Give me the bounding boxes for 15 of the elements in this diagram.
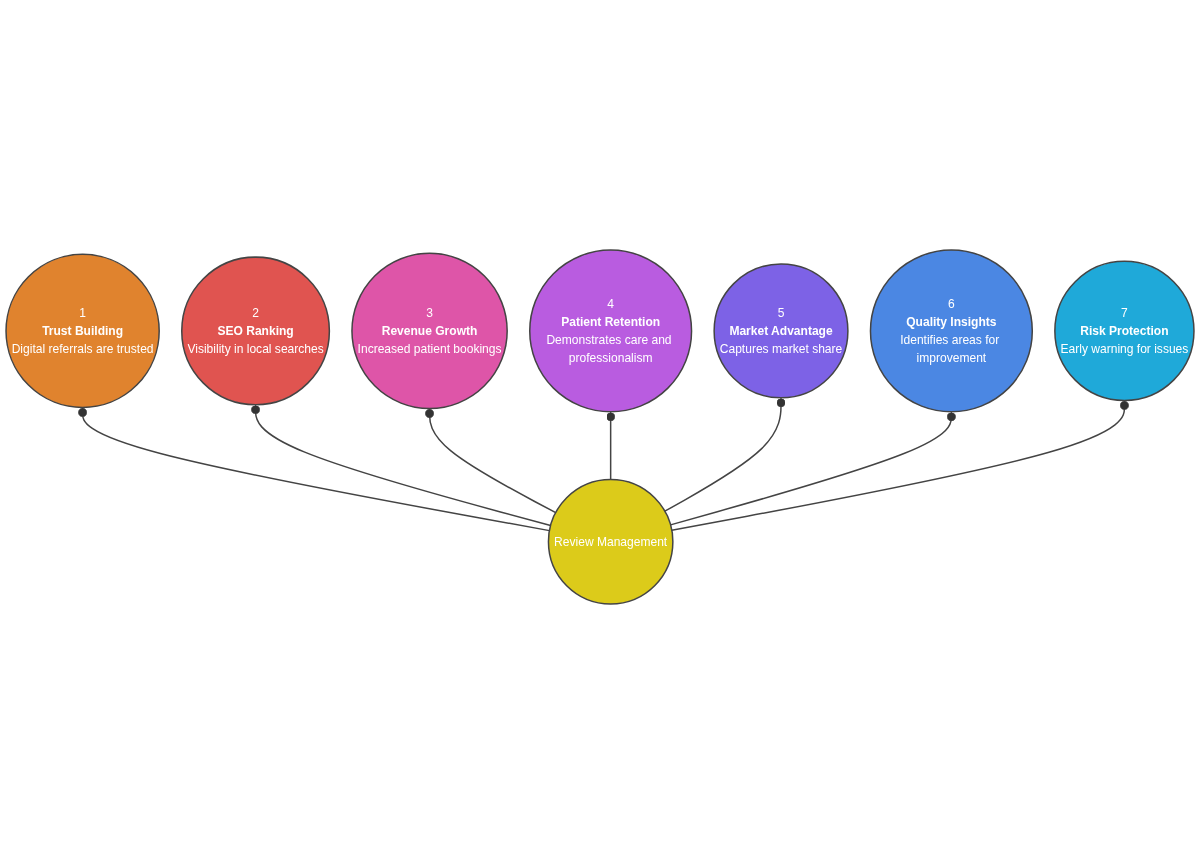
node-circle: 4 Patient Retention Demonstrates care and professionalism — [529, 249, 693, 413]
node-circle: 6 Quality Insights Identifies areas for improvement — [869, 249, 1034, 413]
connector — [425, 407, 557, 514]
connector — [664, 397, 786, 512]
node-circle: 3 Revenue Growth Increased patient bookings — [351, 252, 508, 410]
node-circle: 2 SEO Ranking Visibility in local searches — [181, 256, 331, 406]
connector — [671, 399, 1129, 532]
node-circle: 7 Risk Protection Early warning for issues — [1054, 260, 1195, 402]
connector — [606, 411, 616, 481]
connector — [251, 403, 552, 527]
connector — [78, 406, 551, 532]
connector — [669, 411, 956, 526]
node-circle: Review Management — [547, 478, 674, 605]
node-circle: 1 Trust Building Digital referrals are trusted — [5, 253, 160, 409]
node-circle: 5 Market Advantage Captures market share — [713, 263, 849, 399]
